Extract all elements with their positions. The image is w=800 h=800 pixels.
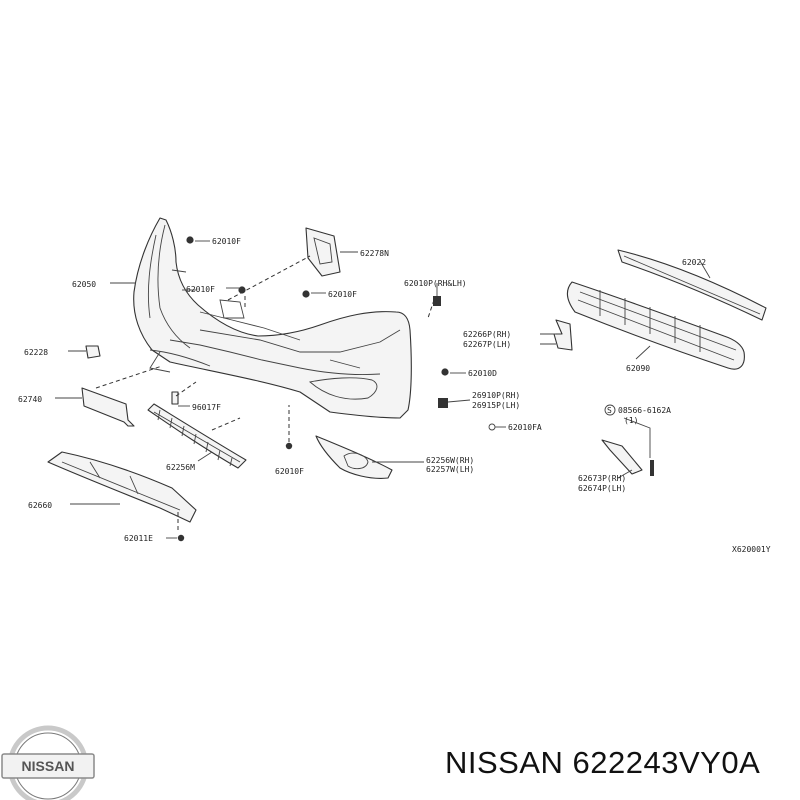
clip-96017f bbox=[171, 391, 179, 405]
callout-c6: 62010P(RH&LH) bbox=[404, 279, 467, 288]
callout-c24: 62660 bbox=[28, 501, 52, 510]
leader-lines bbox=[55, 240, 711, 539]
callout-c26: 62674P(LH) bbox=[578, 484, 626, 493]
callout-c14: 26910P(RH) bbox=[472, 391, 520, 400]
callout-c4: 62010F bbox=[186, 285, 215, 294]
corner-bracket bbox=[601, 439, 643, 475]
clip-62010f-3 bbox=[302, 290, 310, 298]
clip-62010d bbox=[441, 368, 449, 376]
callout-c15: 26915P(LH) bbox=[472, 401, 520, 410]
energy-absorber bbox=[566, 281, 745, 370]
fasteners bbox=[177, 236, 654, 542]
part-number-caption: NISSAN 622243VY0A bbox=[445, 745, 761, 780]
clip-62010fa bbox=[488, 423, 496, 431]
under-cover bbox=[47, 451, 197, 523]
alignment-lines bbox=[95, 255, 435, 530]
callout-c11: 62010D bbox=[468, 369, 497, 378]
callout-c5: 62010F bbox=[328, 290, 357, 299]
callout-c8: 62228 bbox=[24, 348, 48, 357]
side-bracket bbox=[553, 319, 573, 351]
front-bumper-fascia bbox=[133, 217, 412, 419]
callout-c18: 08566-6162A bbox=[618, 406, 671, 415]
callout-c17: 62010FA bbox=[508, 423, 542, 432]
callout-c13: 62740 bbox=[18, 395, 42, 404]
clip-62010p bbox=[433, 296, 441, 306]
svg-text:S: S bbox=[607, 406, 612, 415]
callout-c21: 62010F bbox=[275, 467, 304, 476]
bumper-reinforcement-beam bbox=[617, 249, 767, 321]
callout-c16: 96017F bbox=[192, 403, 221, 412]
bolt-08566 bbox=[650, 460, 654, 476]
callout-labels: 62010F 62278N 62050 62010F 62010F 62010P… bbox=[18, 237, 771, 554]
callout-c19: (1) bbox=[624, 416, 638, 425]
nissan-logo: NISSAN bbox=[1, 725, 95, 800]
small-cap bbox=[85, 345, 101, 359]
clip-62010f-1 bbox=[186, 236, 194, 244]
clip-62010f-4 bbox=[285, 442, 293, 450]
callout-c22: 62256W(RH) bbox=[426, 456, 474, 465]
fog-lamp-finisher bbox=[315, 435, 393, 479]
callout-c12: 62090 bbox=[626, 364, 650, 373]
upper-bracket bbox=[305, 227, 341, 277]
clip-26910p bbox=[438, 398, 448, 408]
callout-c3: 62050 bbox=[72, 280, 96, 289]
screw-marker: S bbox=[604, 404, 616, 416]
callout-c7: 62022 bbox=[682, 258, 706, 267]
license-plate-bracket bbox=[81, 387, 135, 427]
callout-c20: 62256M bbox=[166, 463, 195, 472]
callout-c1: 62010F bbox=[212, 237, 241, 246]
nissan-logo-text: NISSAN bbox=[22, 758, 75, 774]
callout-c25: 62673P(RH) bbox=[578, 474, 626, 483]
callout-c9: 62266P(RH) bbox=[463, 330, 511, 339]
callout-c10: 62267P(LH) bbox=[463, 340, 511, 349]
clip-62011e bbox=[177, 534, 185, 542]
callout-c23: 62257W(LH) bbox=[426, 465, 474, 474]
lower-grille bbox=[147, 403, 247, 469]
callout-c2: 62278N bbox=[360, 249, 389, 258]
diagram-code: X620001Y bbox=[732, 545, 771, 554]
callout-c27: 62011E bbox=[124, 534, 153, 543]
